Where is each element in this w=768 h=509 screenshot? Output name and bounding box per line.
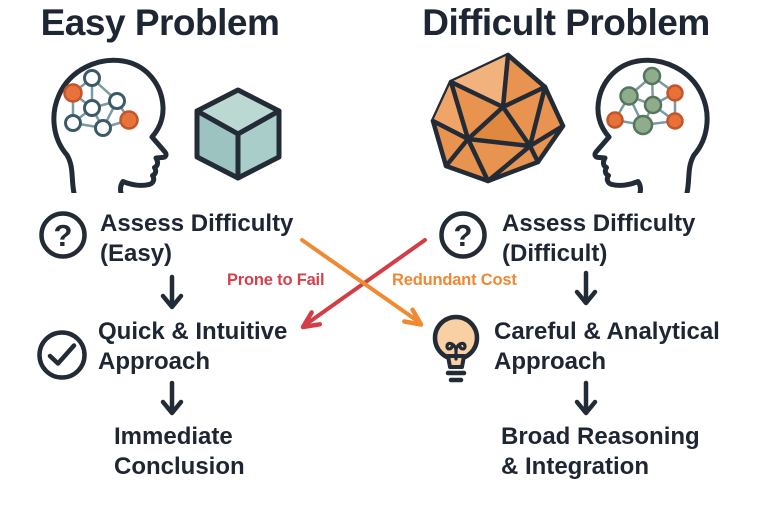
down-arrow-icon	[574, 380, 598, 416]
filament	[445, 341, 467, 361]
down-arrow-icon	[574, 270, 598, 306]
step-line: (Difficult)	[502, 240, 608, 267]
easy-problem-title: Easy Problem	[40, 2, 280, 43]
down-arrow-icon	[160, 274, 184, 310]
head-with-network-icon-left	[51, 57, 169, 193]
step-line: Careful & Analytical	[494, 318, 720, 345]
step-broad-reasoning: Broad Reasoning & Integration	[501, 422, 700, 482]
redundant-cost-label: Redundant Cost	[392, 271, 517, 289]
step-line: & Integration	[501, 453, 649, 480]
network-nodes	[606, 66, 684, 136]
step-line: Quick & Intuitive	[98, 318, 288, 345]
prone-to-fail-label: Prone to Fail	[227, 271, 325, 289]
step-line: Assess Difficulty	[502, 210, 696, 237]
step-line: Approach	[494, 348, 607, 375]
step-line: (Easy)	[100, 240, 173, 267]
step-line: Immediate	[114, 423, 233, 450]
step-line: Assess Difficulty	[100, 210, 294, 237]
question-mark-circle-icon: ?	[39, 211, 87, 259]
step-immediate-conclusion: Immediate Conclusion	[114, 422, 245, 482]
step-careful-analytical: Careful & Analytical Approach	[494, 317, 720, 377]
lightbulb-icon	[432, 314, 480, 383]
step-line: Broad Reasoning	[501, 423, 700, 450]
down-arrow-icon	[160, 380, 184, 416]
question-glyph: ?	[454, 218, 473, 253]
icosahedron-icon	[430, 52, 566, 184]
step-line: Approach	[98, 348, 211, 375]
step-line: Conclusion	[114, 453, 245, 480]
difficult-problem-title: Difficult Problem	[422, 2, 710, 43]
question-glyph: ?	[54, 218, 73, 253]
cube-icon	[194, 87, 282, 181]
step-assess-easy: Assess Difficulty (Easy)	[100, 209, 293, 269]
step-quick-intuitive: Quick & Intuitive Approach	[98, 317, 287, 377]
network-nodes	[63, 69, 139, 137]
check-circle-icon	[37, 330, 87, 380]
head-with-network-icon-right	[592, 57, 710, 193]
question-mark-circle-icon: ?	[439, 211, 487, 259]
icosahedron-edges	[430, 52, 566, 184]
step-assess-difficult: Assess Difficulty (Difficult)	[502, 209, 695, 269]
